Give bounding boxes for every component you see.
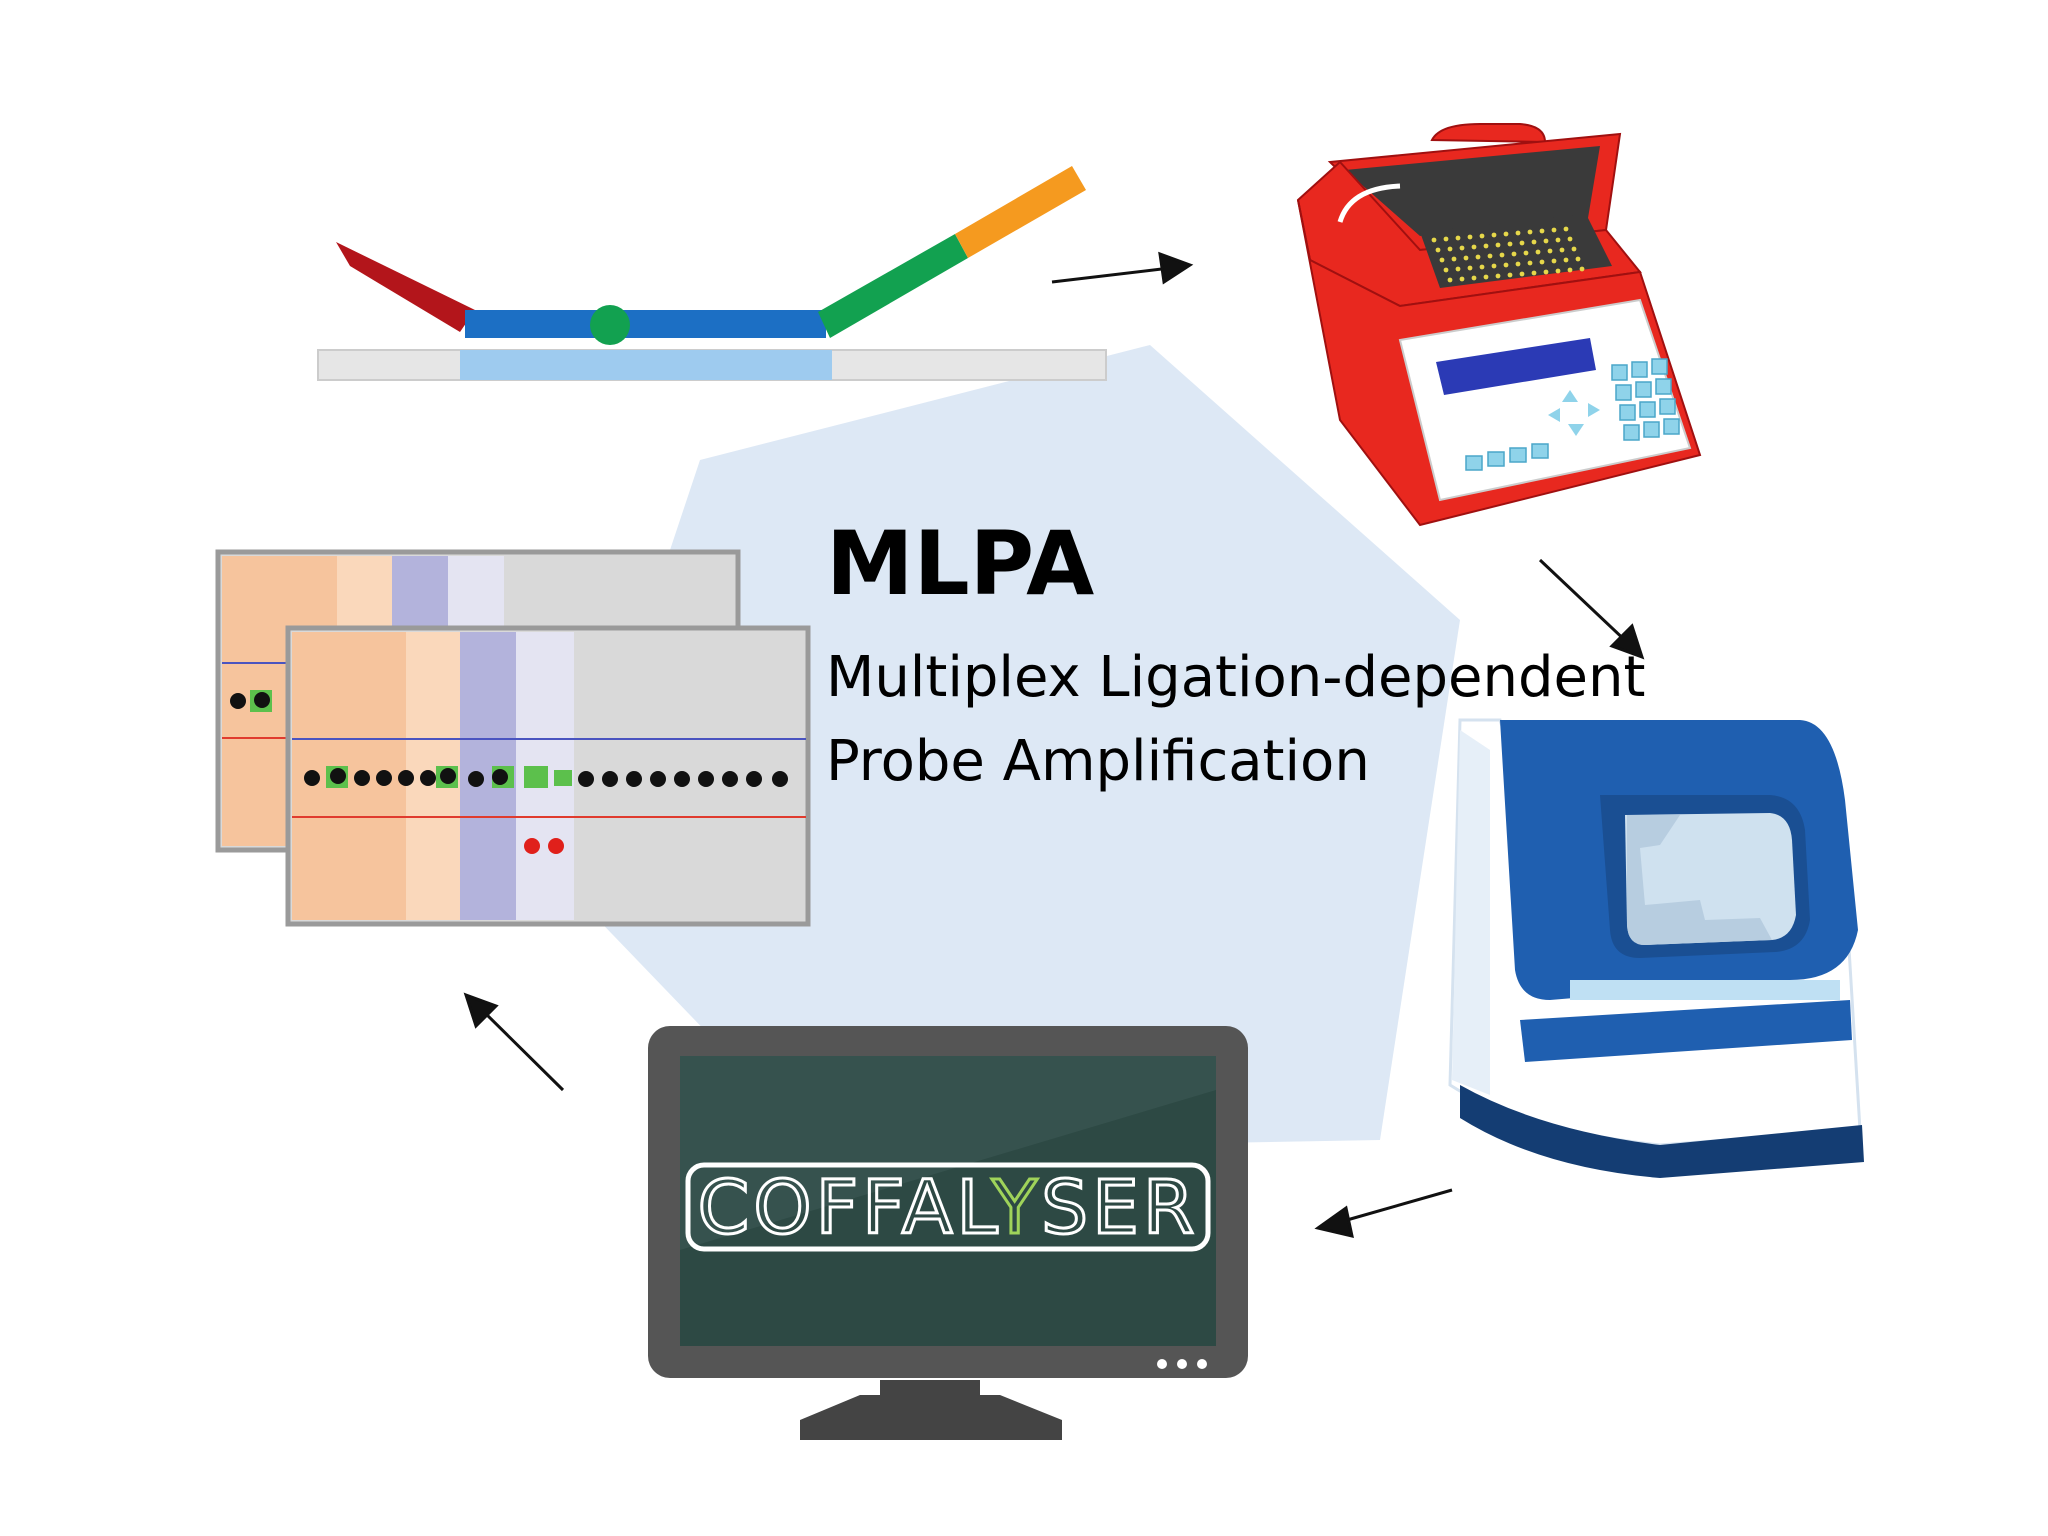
flow-arrows bbox=[463, 251, 1645, 1239]
thermocycler-handle bbox=[1337, 183, 1401, 223]
diagram-title: MLPA bbox=[826, 512, 1095, 615]
coffalyser-logo-frame bbox=[685, 1162, 1211, 1252]
sequencer-light-band bbox=[1570, 980, 1840, 1000]
thermocycler-lid-inner bbox=[1345, 146, 1600, 236]
subtitle-line-1: Multiplex Ligation-dependent bbox=[826, 645, 1646, 710]
subtitle-line-2: Probe Amplification bbox=[826, 729, 1370, 794]
brand-before: COFFAL bbox=[698, 1165, 998, 1251]
probe-left-blue bbox=[465, 310, 826, 338]
monitor-dots bbox=[1157, 1359, 1207, 1369]
arrow-4 bbox=[480, 1008, 565, 1092]
sequencer-side-shadow bbox=[1452, 730, 1490, 1095]
target-sequence bbox=[460, 350, 832, 380]
probe-ratio-points bbox=[304, 766, 788, 854]
monitor-illustration: COFFALYSER bbox=[648, 1026, 1248, 1440]
capillary-sequencer-illustration bbox=[1448, 718, 1864, 1178]
arrow-4-head bbox=[463, 992, 499, 1029]
monitor-stand-base bbox=[800, 1395, 1062, 1440]
sequencer-base bbox=[1460, 1085, 1864, 1178]
sequencer-glass-shade bbox=[1627, 815, 1772, 945]
deletion-point bbox=[524, 838, 540, 854]
arrow-3 bbox=[1339, 1188, 1453, 1224]
sample-block bbox=[1420, 214, 1612, 288]
coffalyser-logo: COFFALYSER bbox=[698, 1165, 1199, 1251]
thermocycler-lid-knob bbox=[1430, 123, 1547, 144]
brand-accent: Y bbox=[991, 1165, 1041, 1251]
screen-glare bbox=[680, 1056, 1216, 1250]
arrow-2 bbox=[1538, 558, 1632, 647]
thermocycler-arrow-keys bbox=[1548, 390, 1600, 436]
background-hexagon bbox=[560, 345, 1460, 1150]
sample-wells bbox=[1431, 226, 1585, 283]
deletion-point bbox=[548, 838, 564, 854]
results-plot-window-front bbox=[285, 625, 811, 927]
thermocycler-control-panel bbox=[1398, 298, 1692, 502]
pcr-thermocycler-illustration bbox=[1296, 123, 1702, 527]
probe-left-red-tail bbox=[336, 242, 475, 332]
ligation-site bbox=[590, 305, 630, 345]
sequencer-lower-stripe bbox=[1520, 1000, 1852, 1062]
probe-right-green bbox=[818, 234, 968, 338]
thermocycler-display bbox=[1436, 338, 1596, 395]
arrow-2-head bbox=[1609, 623, 1645, 660]
arrow-1 bbox=[1051, 266, 1171, 284]
probe-right-orange-tail bbox=[955, 166, 1086, 258]
thermocycler-keypad bbox=[1465, 358, 1680, 471]
probe-hybridization-illustration bbox=[317, 166, 1107, 381]
brand-after: SER bbox=[1041, 1165, 1198, 1251]
arrow-3-head bbox=[1314, 1205, 1354, 1239]
arrow-1-head bbox=[1158, 251, 1194, 285]
